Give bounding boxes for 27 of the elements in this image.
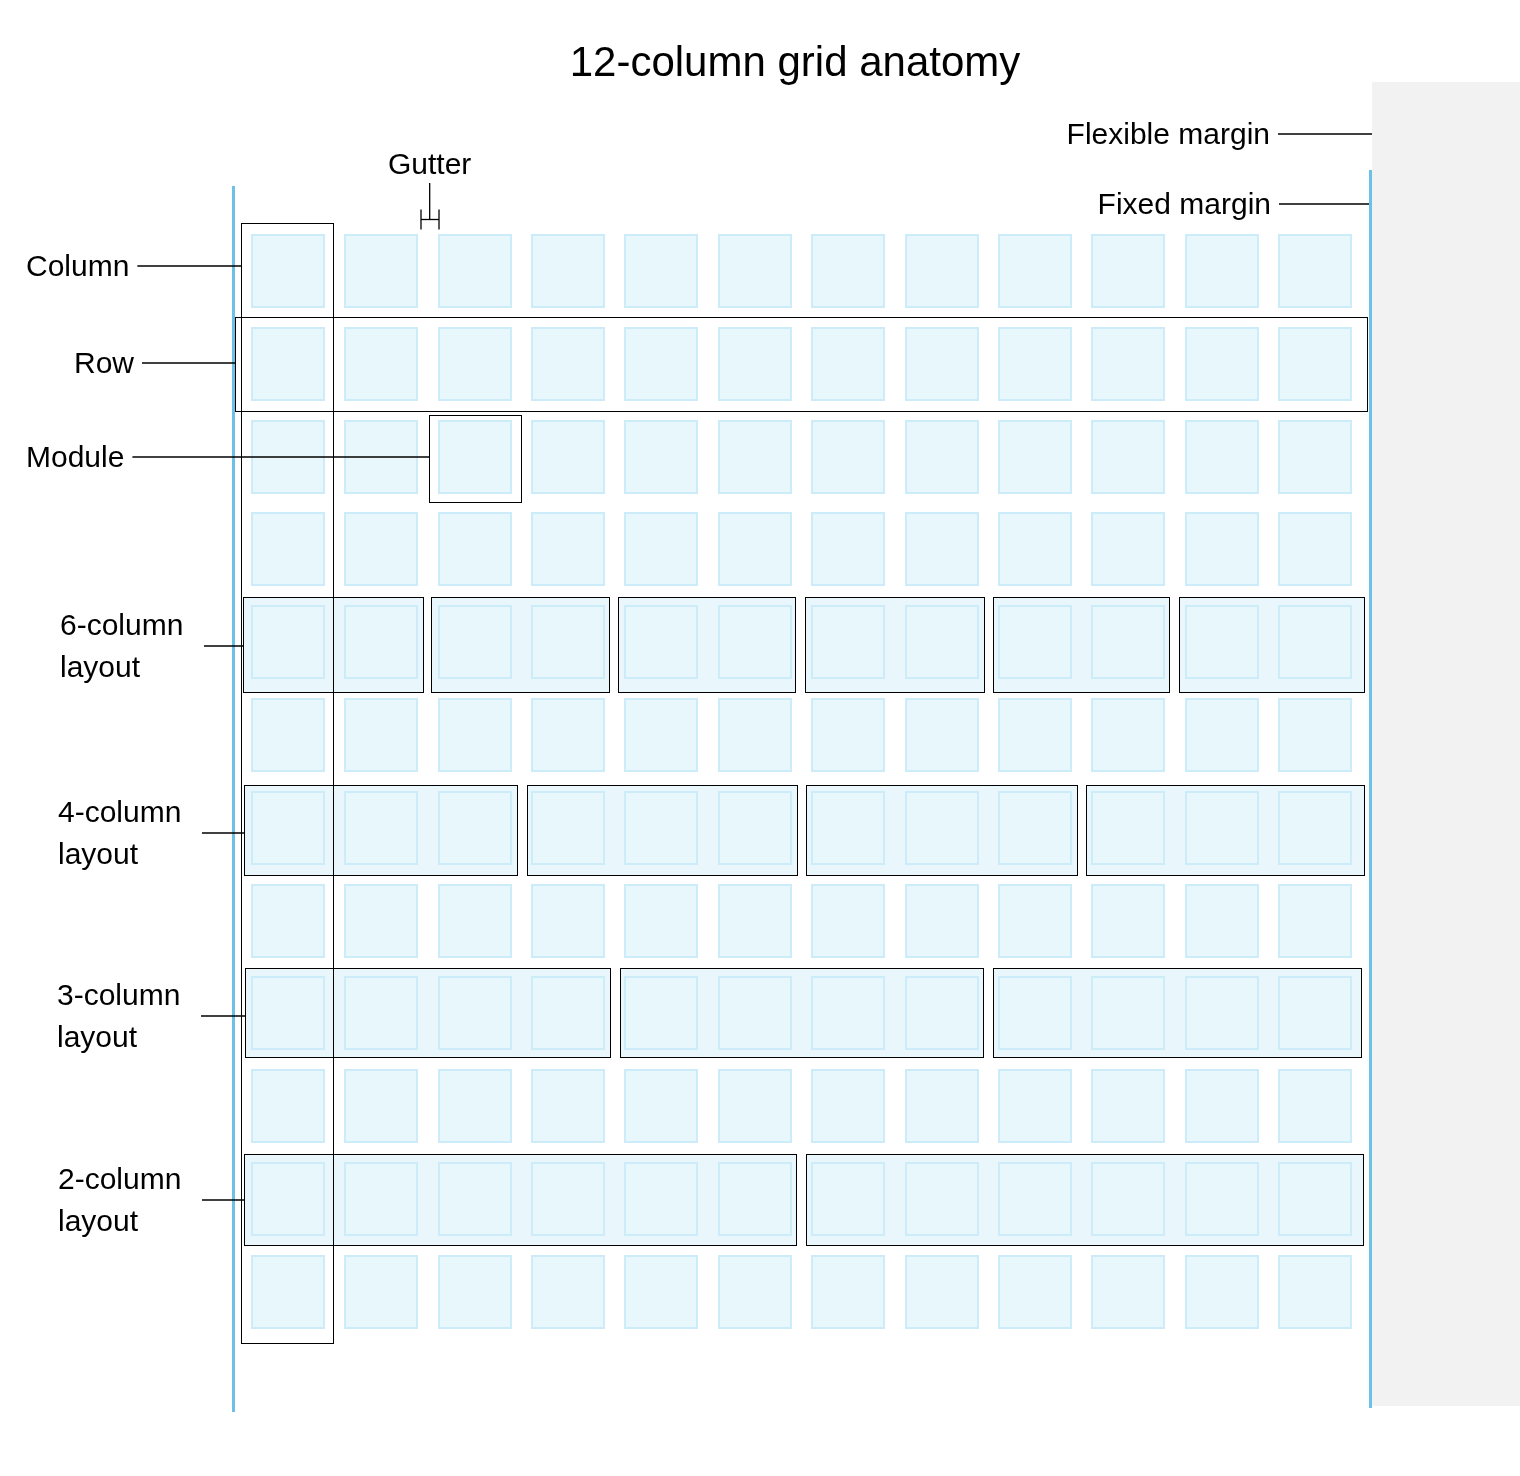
gutter-bracket	[420, 209, 440, 230]
margin-line	[1369, 170, 1372, 1408]
column-outline	[241, 223, 334, 1344]
part-label: 3-column layout	[57, 974, 193, 1058]
leader-line	[200, 1015, 246, 1017]
leader-line	[429, 182, 431, 221]
leader-line	[1278, 203, 1370, 205]
part-label: Fixed margin	[1097, 186, 1271, 222]
part-label: Gutter	[388, 146, 472, 182]
part-label: 4-column layout	[58, 791, 194, 875]
part-label: Column	[26, 248, 130, 284]
leader-line	[141, 362, 236, 364]
leader-line	[201, 832, 245, 834]
leader-line	[203, 645, 244, 647]
module-outline	[429, 415, 522, 503]
diagram-title: 12-column grid anatomy	[569, 38, 1021, 86]
leader-line	[1277, 133, 1373, 135]
row-outline	[235, 317, 1368, 412]
part-label: Row	[74, 345, 134, 381]
flexible-margin-area	[1372, 82, 1520, 1406]
part-label: 2-column layout	[58, 1158, 194, 1242]
leader-line	[131, 456, 430, 458]
part-label: Flexible margin	[1066, 116, 1270, 152]
part-label: Module	[26, 439, 125, 475]
part-label: 6-column layout	[60, 604, 196, 688]
leader-line	[136, 265, 242, 267]
leader-line	[201, 1199, 245, 1201]
